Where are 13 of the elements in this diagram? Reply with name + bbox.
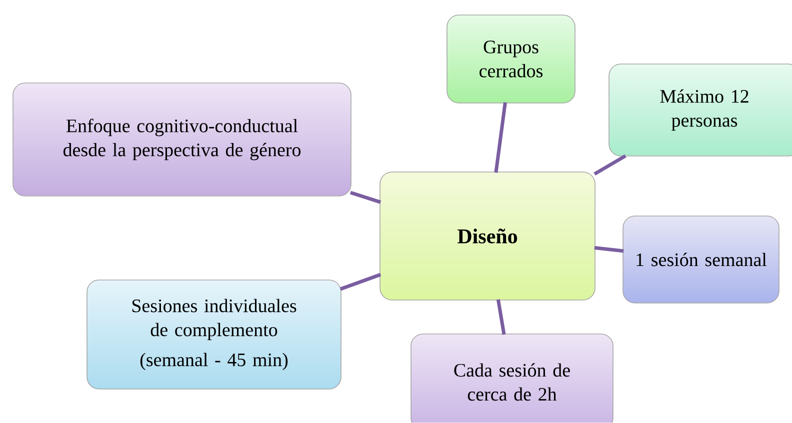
connector-line (340, 272, 382, 291)
topic-box: Enfoque cognitivo-conductual desde la perspectiva de género (12, 82, 352, 196)
central-box: Diseño (380, 172, 596, 300)
connector-line (496, 299, 506, 335)
topic-box: Cada sesión de cerca de 2h (410, 334, 614, 423)
connector-line (594, 154, 626, 176)
connector-line (494, 102, 507, 173)
topic-box: Grupos cerrados (446, 14, 576, 104)
connector-line (594, 246, 624, 253)
topic-box: Sesiones individuales de complemento (semanal - 45 min) (86, 280, 342, 390)
topic-box: Máximo 12 personas (608, 64, 792, 156)
topic-box: 1 sesión semanal (622, 216, 780, 304)
connector-line (350, 190, 382, 204)
